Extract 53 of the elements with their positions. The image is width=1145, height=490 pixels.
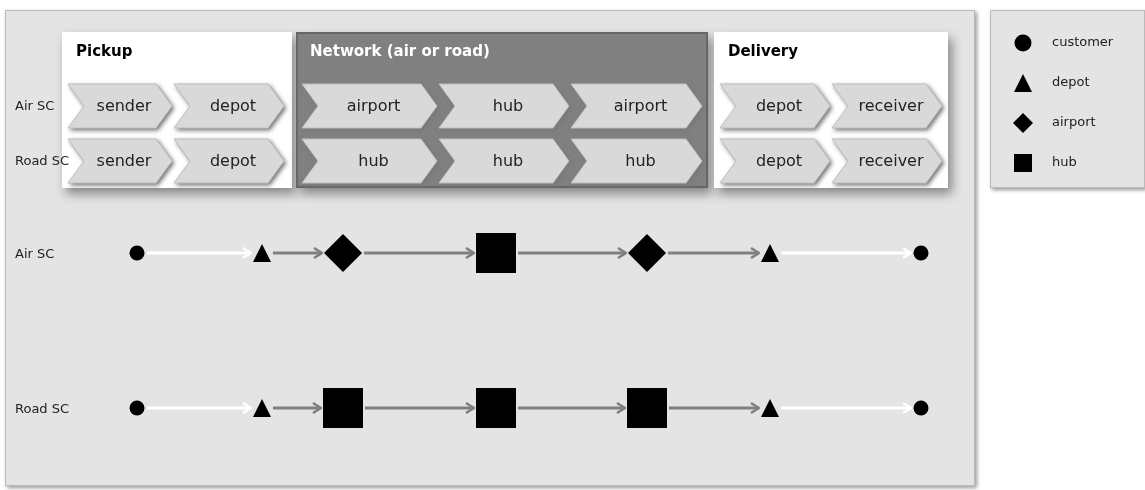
diamond-marker: [324, 234, 362, 272]
circle-marker: [129, 400, 145, 416]
arrow: [273, 246, 324, 260]
circle-marker: [913, 400, 929, 416]
phase-heading: Pickup: [76, 42, 133, 60]
triangle-marker: [253, 399, 271, 417]
row-label: Road SC: [15, 153, 70, 168]
arrow: [518, 246, 628, 260]
box-marker: [627, 388, 667, 428]
box-marker: [323, 388, 363, 428]
process-step: hub: [302, 139, 437, 183]
process-step: hub: [439, 139, 569, 183]
triangle-marker: [761, 244, 779, 262]
process-step: hub: [439, 84, 569, 128]
process-step: airport: [571, 84, 702, 128]
row-label: Road SC: [15, 401, 70, 416]
box-marker: [476, 233, 516, 273]
process-step: receiver: [832, 139, 942, 183]
process-step: depot: [720, 139, 830, 183]
arrow: [273, 401, 323, 415]
process-step: depot: [720, 84, 830, 128]
circle-marker: [913, 245, 929, 261]
process-step: airport: [302, 84, 437, 128]
process-step: receiver: [832, 84, 942, 128]
arrow: [668, 246, 761, 260]
arrow: [147, 246, 253, 260]
triangle-marker: [253, 244, 271, 262]
arrow: [669, 401, 761, 415]
process-step: depot: [174, 139, 284, 183]
row-label: Air SC: [15, 246, 55, 261]
phase-heading: Delivery: [728, 42, 799, 60]
process-step: sender: [68, 139, 172, 183]
legend-label: customer: [1052, 34, 1114, 49]
arrow: [781, 401, 913, 415]
legend-label: airport: [1052, 114, 1096, 129]
legend-label: depot: [1052, 74, 1090, 89]
arrow: [147, 401, 253, 415]
phase-heading: Network (air or road): [310, 42, 490, 60]
triangle-marker: [761, 399, 779, 417]
phase-band: [296, 32, 708, 188]
box-marker: [476, 388, 516, 428]
diamond-marker: [628, 234, 666, 272]
arrow: [781, 246, 913, 260]
legend-label: hub: [1052, 154, 1077, 169]
circle-marker: [129, 245, 145, 261]
process-step: sender: [68, 84, 172, 128]
process-step: hub: [571, 139, 702, 183]
arrow: [518, 401, 627, 415]
arrow: [365, 401, 476, 415]
arrow: [364, 246, 476, 260]
process-step: depot: [174, 84, 284, 128]
phase-band: [714, 32, 948, 188]
row-label: Air SC: [15, 98, 55, 113]
